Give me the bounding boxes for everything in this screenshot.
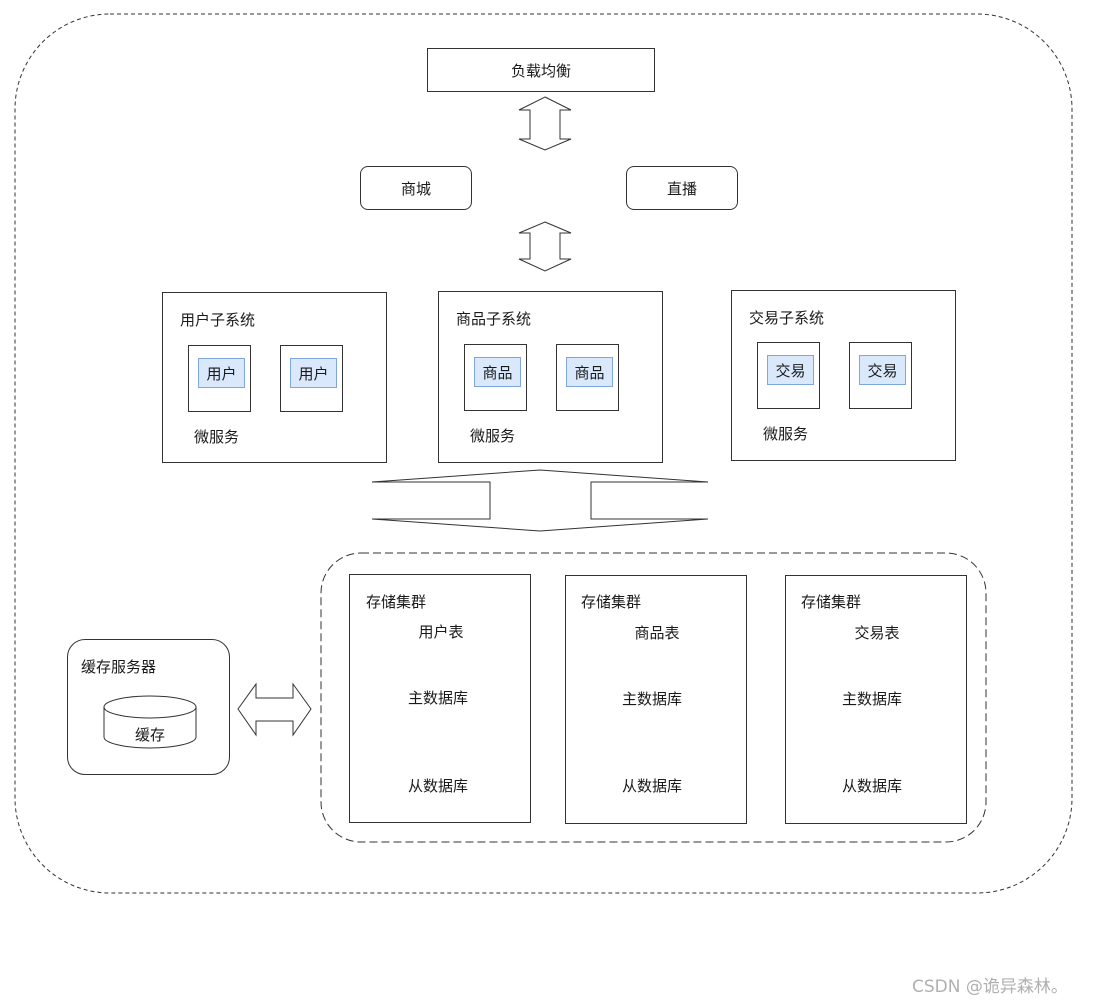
product-master-db-label: 主数据库 (621, 690, 682, 708)
storage-cluster-user[interactable]: 存储集群 用户表 (349, 574, 531, 823)
trade-service-1-label: 交易 (767, 355, 814, 385)
trade-slave-db-label: 从数据库 (841, 777, 902, 795)
apps-subsystems-arrow (518, 221, 572, 272)
cache-server-title: 缓存服务器 (81, 658, 157, 676)
storage-cluster-user-table: 用户表 (418, 623, 464, 641)
storage-group-boundary (320, 552, 987, 843)
user-service-2[interactable]: 用户 (280, 345, 343, 412)
product-subsystem-title: 商品子系统 (456, 310, 532, 328)
product-subsystem[interactable]: 商品子系统 商品 商品 微服务 (438, 291, 663, 463)
cache-db-label: 缓存 (134, 726, 165, 744)
storage-cluster-product[interactable]: 存储集群 商品表 (565, 575, 747, 824)
cache-storage-arrow (237, 682, 312, 737)
storage-cluster-product-table: 商品表 (634, 624, 680, 642)
cache-cylinder (103, 695, 197, 749)
trade-subsystem-title: 交易子系统 (749, 309, 825, 327)
trade-master-db-label: 主数据库 (841, 690, 902, 708)
storage-cluster-trade-table: 交易表 (854, 624, 900, 642)
storage-cluster-trade-title: 存储集群 (801, 593, 862, 611)
subsystems-storage-arrow (371, 469, 709, 532)
mall-app-label: 商城 (400, 179, 431, 198)
trade-service-1[interactable]: 交易 (757, 342, 820, 409)
trade-service-2-label: 交易 (859, 355, 906, 385)
outer-boundary (14, 13, 1073, 894)
user-subsystem[interactable]: 用户子系统 用户 用户 微服务 (162, 292, 387, 463)
lb-apps-arrow (518, 96, 572, 151)
product-service-2-label: 商品 (566, 357, 613, 387)
storage-cluster-trade[interactable]: 存储集群 交易表 (785, 575, 967, 824)
user-subsystem-title: 用户子系统 (180, 311, 256, 329)
user-slave-db-label: 从数据库 (407, 777, 468, 795)
product-subsystem-caption: 微服务 (470, 427, 516, 445)
trade-subsystem[interactable]: 交易子系统 交易 交易 微服务 (731, 290, 956, 461)
mall-app-box[interactable]: 商城 (360, 166, 472, 210)
live-app-label: 直播 (666, 179, 697, 198)
user-master-db-label: 主数据库 (407, 689, 468, 707)
trade-subsystem-caption: 微服务 (763, 425, 809, 443)
user-subsystem-caption: 微服务 (194, 428, 240, 446)
user-service-1[interactable]: 用户 (188, 345, 251, 412)
user-service-2-label: 用户 (290, 358, 337, 388)
cache-server[interactable]: 缓存服务器 (67, 639, 230, 775)
product-service-2[interactable]: 商品 (556, 344, 619, 411)
load-balancer-box[interactable]: 负载均衡 (427, 48, 655, 92)
product-slave-db-label: 从数据库 (621, 777, 682, 795)
user-service-1-label: 用户 (198, 358, 245, 388)
trade-service-2[interactable]: 交易 (849, 342, 912, 409)
storage-cluster-user-title: 存储集群 (366, 593, 427, 611)
storage-cluster-product-title: 存储集群 (581, 593, 642, 611)
product-service-1-label: 商品 (474, 357, 521, 387)
product-service-1[interactable]: 商品 (464, 344, 527, 411)
watermark: CSDN @诡异森林。 (912, 977, 1068, 997)
load-balancer-label: 负载均衡 (510, 61, 571, 80)
live-app-box[interactable]: 直播 (626, 166, 738, 210)
